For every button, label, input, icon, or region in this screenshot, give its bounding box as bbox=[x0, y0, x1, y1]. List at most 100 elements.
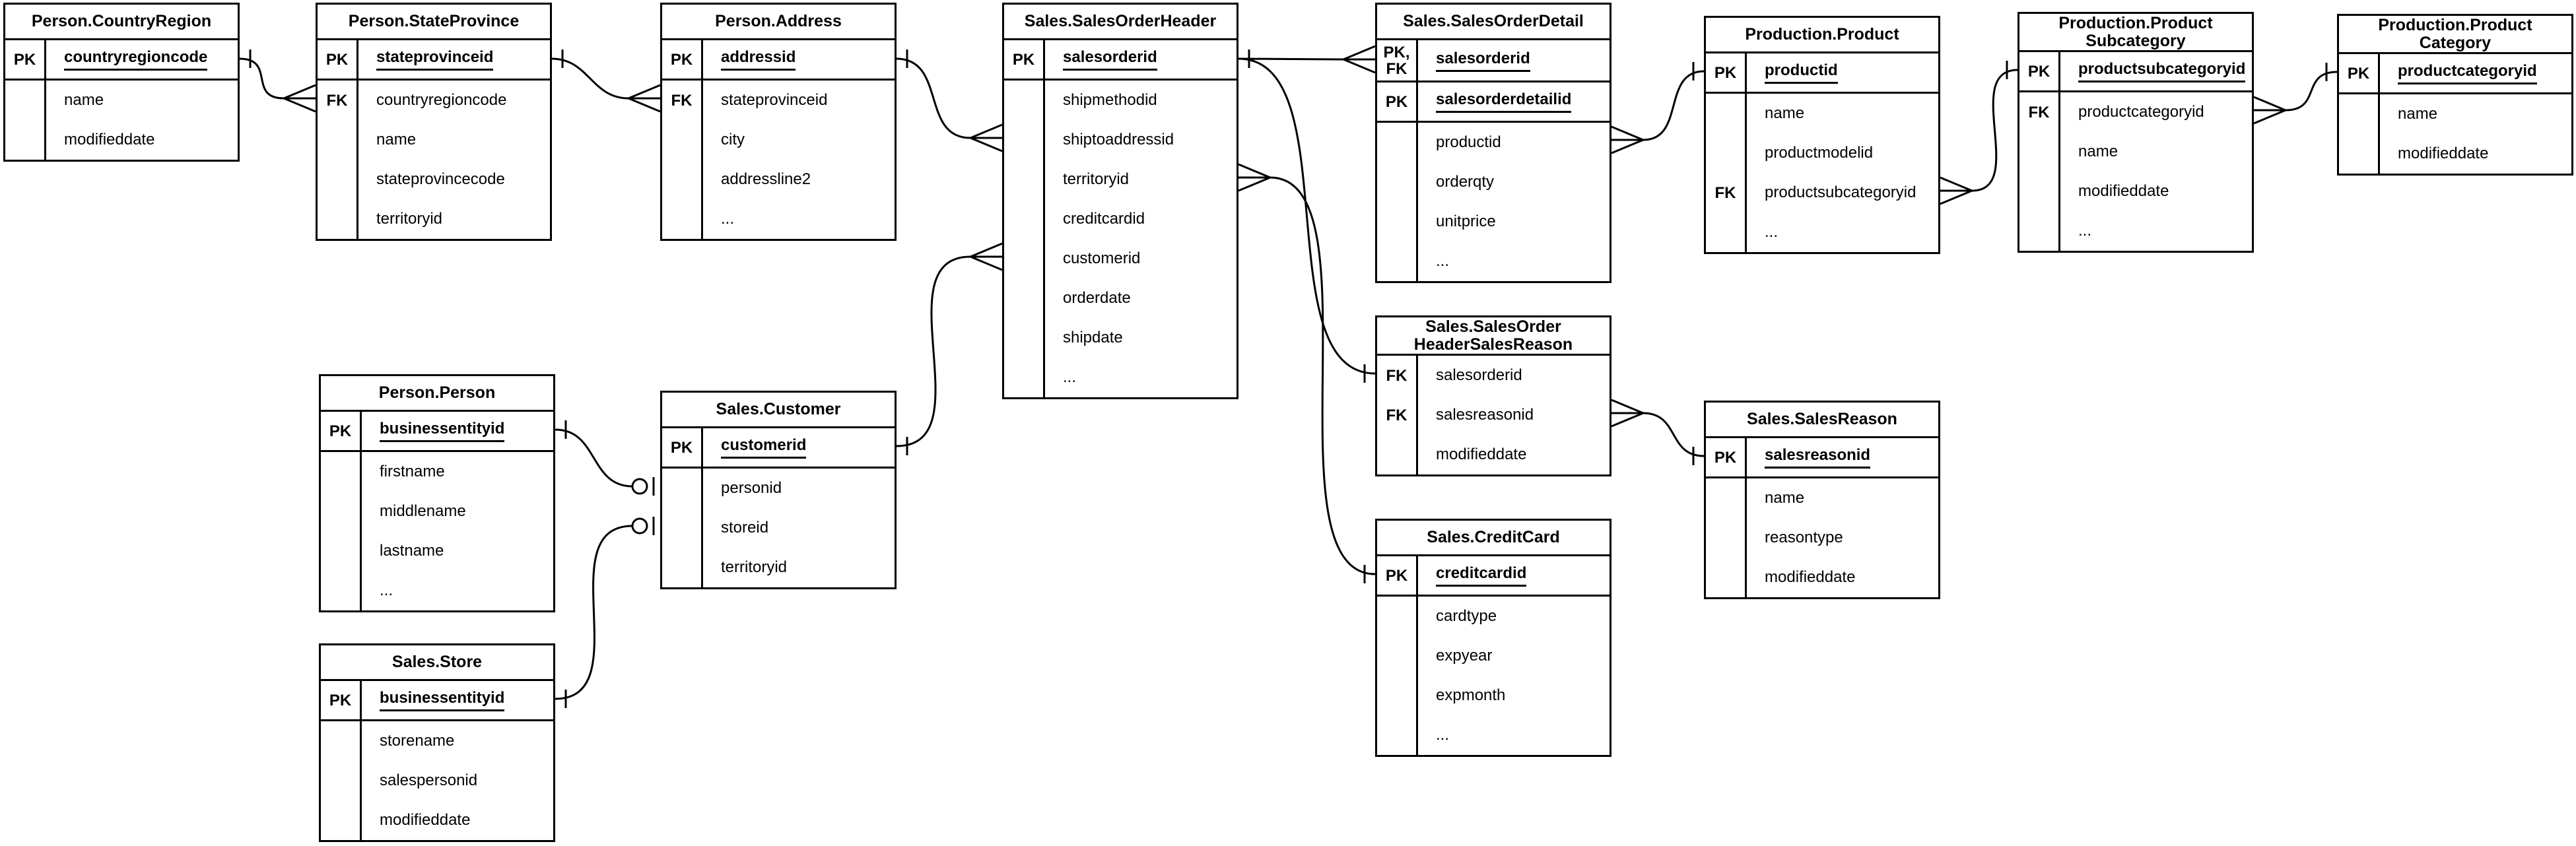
field-row: middlename bbox=[321, 492, 553, 531]
field-row: salespersonid bbox=[321, 761, 553, 800]
field-name: name bbox=[376, 131, 417, 148]
field-name: salesreasonid bbox=[1436, 406, 1534, 424]
relationship-address-salesorderheader[interactable] bbox=[896, 49, 1003, 152]
relationship-stateprovince-address[interactable] bbox=[551, 49, 661, 113]
relationship-line[interactable] bbox=[555, 428, 633, 488]
field-name: ... bbox=[1436, 726, 1450, 744]
relationship-line[interactable] bbox=[896, 255, 971, 447]
field-cell: name bbox=[1747, 94, 1938, 133]
field-name: stateprovincecode bbox=[376, 170, 505, 188]
table-title: Sales.SalesOrder HeaderSalesReason bbox=[1377, 317, 1610, 356]
relationship-product-productsubcategory[interactable] bbox=[1940, 61, 2018, 205]
key-label: PK bbox=[321, 681, 362, 719]
relationship-line[interactable] bbox=[2285, 71, 2338, 112]
relationship-line[interactable] bbox=[1238, 57, 1376, 375]
key-label bbox=[1004, 358, 1045, 397]
key-label bbox=[662, 120, 703, 160]
field-row: storename bbox=[321, 721, 553, 761]
key-label bbox=[1004, 278, 1045, 318]
key-label: FK bbox=[318, 81, 358, 120]
field-cell: businessentityid bbox=[362, 412, 553, 450]
field-row: city bbox=[662, 120, 895, 160]
table-title: Production.Product Subcategory bbox=[2019, 14, 2252, 52]
relationship-store-customer[interactable] bbox=[555, 517, 655, 708]
crow-foot-many-marker bbox=[1343, 58, 1376, 74]
key-label: PK bbox=[662, 428, 703, 467]
key-label bbox=[1706, 518, 1747, 558]
key-label bbox=[1377, 597, 1418, 636]
relationship-salesorderheadersalesreason-salesreason[interactable] bbox=[1611, 399, 1705, 465]
field-row: territoryid bbox=[1004, 160, 1237, 199]
relationship-line[interactable] bbox=[239, 57, 285, 100]
field-cell: shipdate bbox=[1045, 318, 1237, 358]
field-name: territoryid bbox=[1063, 170, 1130, 188]
field-name: ... bbox=[380, 581, 393, 599]
field-cell: ... bbox=[1418, 242, 1610, 281]
field-name: name bbox=[1765, 489, 1805, 507]
relationship-productsubcategory-productcategory[interactable] bbox=[2253, 63, 2338, 125]
key-label bbox=[1004, 81, 1045, 120]
relationship-line[interactable] bbox=[551, 57, 629, 100]
relationship-creditcard-salesorderheader[interactable] bbox=[1238, 163, 1376, 583]
relationship-salesorderheader-salesorderheadersalesreason[interactable] bbox=[1238, 57, 1376, 383]
key-label bbox=[1377, 636, 1418, 676]
relationship-line[interactable] bbox=[555, 525, 633, 700]
crow-foot-many-marker bbox=[628, 84, 661, 100]
field-row: productid bbox=[1377, 123, 1610, 162]
relationship-line[interactable] bbox=[1643, 70, 1705, 141]
field-cell: salespersonid bbox=[362, 761, 553, 800]
crow-foot-many-marker bbox=[970, 123, 1003, 139]
key-label: PK bbox=[1377, 556, 1418, 595]
relationship-person-customer[interactable] bbox=[555, 420, 655, 496]
relationship-line[interactable] bbox=[1270, 176, 1376, 575]
field-cell: productcategoryid bbox=[2380, 54, 2571, 92]
relationship-salesorderheader-salesorderdetail[interactable] bbox=[1238, 45, 1376, 74]
field-name: salesorderid bbox=[1063, 48, 1157, 71]
field-row: name bbox=[1706, 94, 1938, 133]
field-cell: storename bbox=[362, 721, 553, 761]
field-name: lastname bbox=[380, 542, 444, 560]
field-cell: territoryid bbox=[1045, 160, 1237, 199]
relationship-line[interactable] bbox=[1971, 69, 2018, 192]
relationship-customer-salesorderheader[interactable] bbox=[896, 242, 1003, 455]
key-label bbox=[321, 531, 362, 571]
field-row: territoryid bbox=[662, 548, 895, 587]
key-label bbox=[662, 199, 703, 239]
field-cell: salesreasonid bbox=[1418, 395, 1610, 435]
relationship-salesorderdetail-product[interactable] bbox=[1611, 62, 1705, 154]
crow-foot-many-marker bbox=[2253, 109, 2286, 125]
relationship-line[interactable] bbox=[1643, 412, 1705, 457]
field-row: expmonth bbox=[1377, 676, 1610, 715]
field-name: modifieddate bbox=[380, 811, 471, 829]
key-label bbox=[662, 508, 703, 548]
relationship-line[interactable] bbox=[896, 57, 971, 139]
key-label: FK bbox=[1377, 395, 1418, 435]
key-label: FK bbox=[1706, 173, 1747, 212]
field-row: addressline2 bbox=[662, 160, 895, 199]
field-cell: customerid bbox=[703, 428, 895, 467]
field-name: modifieddate bbox=[1436, 445, 1527, 463]
field-cell: name bbox=[46, 81, 238, 120]
relationship-countryregion-stateprovince[interactable] bbox=[239, 49, 316, 113]
field-cell: businessentityid bbox=[362, 681, 553, 719]
field-name: customerid bbox=[721, 436, 807, 459]
field-row: ... bbox=[1004, 358, 1237, 397]
